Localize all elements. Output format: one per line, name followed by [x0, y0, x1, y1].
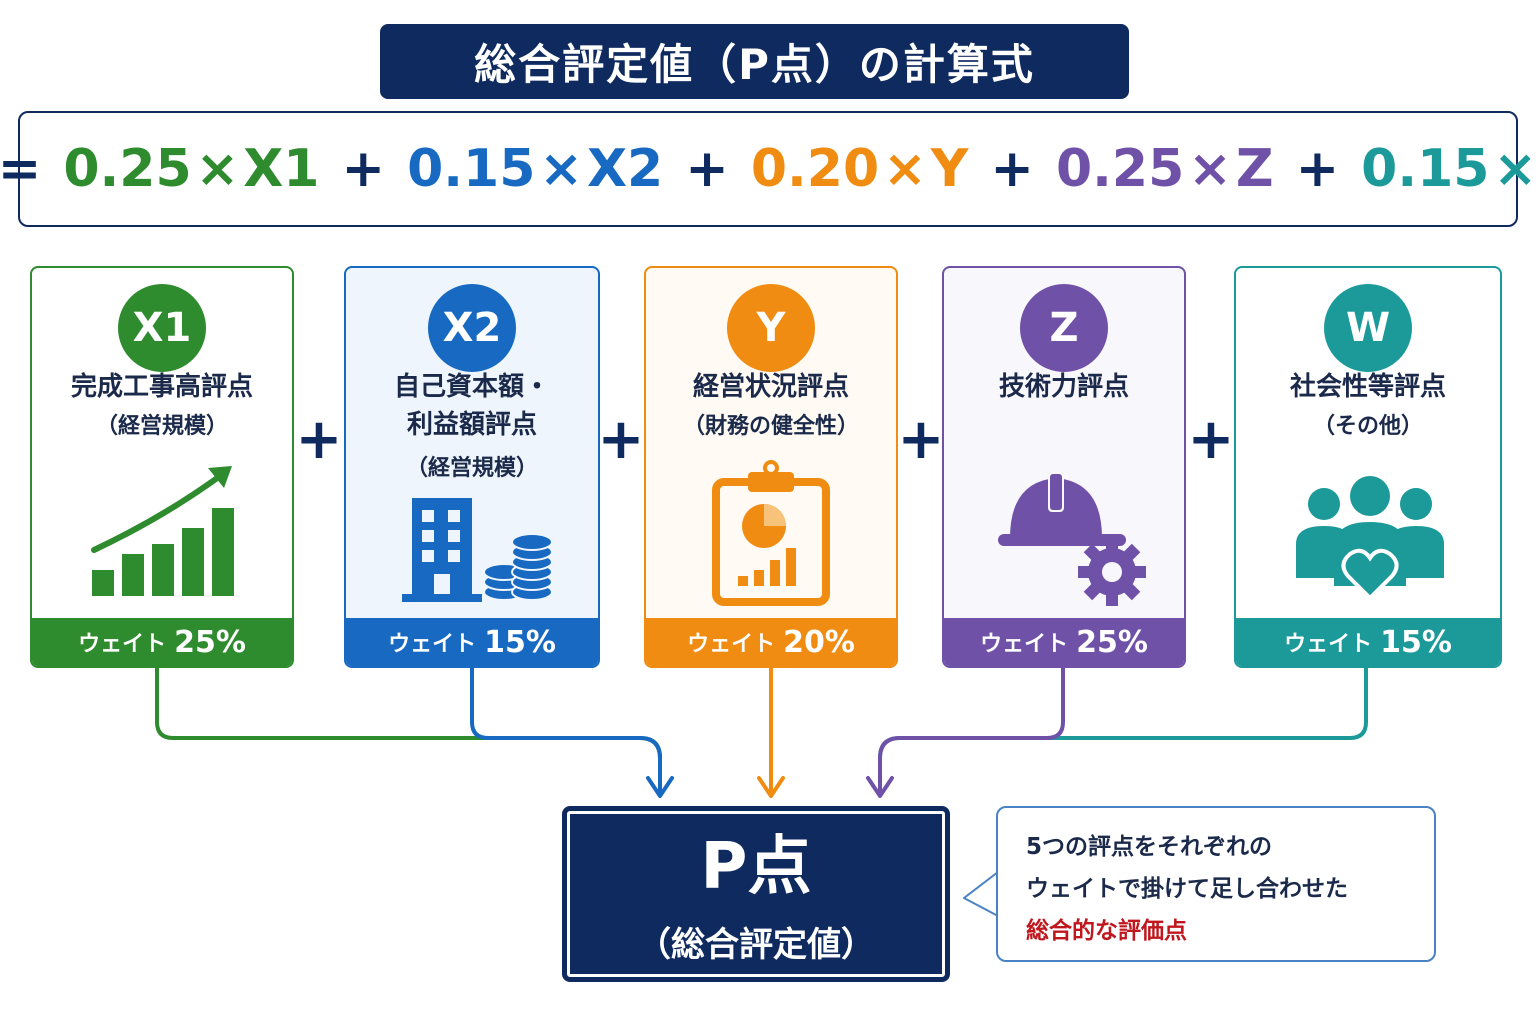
weight-label: ウェイト [78, 632, 167, 657]
weight-value: 20% [783, 624, 855, 660]
arrow-w [878, 666, 1368, 794]
formula-coef: 0.20 [750, 139, 880, 199]
card-x1: X1 完成工事高評点 （経営規模） ウェイト 25% [30, 266, 294, 668]
formula-times: × [1188, 139, 1232, 199]
weight-label: ウェイト [980, 632, 1069, 657]
result-title: P点 [700, 830, 812, 904]
weight-bar: ウェイト 15% [346, 618, 598, 666]
formula-var: Z [1235, 139, 1274, 199]
formula-times: × [539, 139, 583, 199]
card-subtitle: （その他） [1312, 414, 1423, 439]
weight-label: ウェイト [1284, 632, 1373, 657]
weight-bar: ウェイト 25% [32, 618, 292, 666]
arrow-x1 [155, 666, 662, 794]
building-coins-icon [402, 498, 553, 602]
arrowhead-right [866, 776, 894, 798]
note-line: ウェイトで掛けて足し合わせた [1026, 876, 1348, 902]
card-title-line: 利益額評点 [406, 410, 537, 440]
card-title: 技術力評点 [944, 368, 1184, 406]
formula-plus: + [1295, 139, 1340, 199]
page-title: 総合評定値（P点）の計算式 [380, 24, 1129, 99]
weight-value: 25% [174, 624, 246, 660]
formula-var: Y [930, 139, 969, 199]
result-subtitle: （総合評定値） [637, 925, 875, 965]
formula-plus: + [685, 139, 729, 199]
formula-term-w: 0.15×W [1361, 139, 1536, 199]
weight-bar: ウェイト 20% [646, 618, 896, 666]
result-box: P点 （総合評定値） [562, 806, 950, 982]
clipboard-report-icon [712, 460, 830, 606]
card-w: W 社会性等評点 （その他） ウェイト 15% [1234, 266, 1502, 668]
note-highlight: 総合的な評価点 [1026, 918, 1187, 944]
note-pointer [963, 871, 1000, 917]
card-title: 経営状況評点 [646, 368, 896, 406]
card-y: Y 経営状況評点 （財務の健全性） ウェイト 20% [644, 266, 898, 668]
formula-coef: 0.15 [407, 139, 536, 199]
card-subtitle: （財務の健全性） [682, 414, 859, 439]
hardhat-gear-icon [998, 472, 1146, 606]
plus-sign: + [295, 407, 343, 472]
formula-times: × [1493, 139, 1536, 199]
formula-box: P = 0.25×X1 + 0.15×X2 + 0.20×Y + 0.25×Z … [0, 111, 1536, 227]
formula-plus: + [341, 139, 386, 199]
formula-coef: 0.25 [1055, 139, 1185, 199]
arrow-z [878, 666, 1065, 794]
formula-term-z: 0.25×Z [1056, 139, 1274, 199]
weight-value: 15% [484, 624, 556, 660]
formula-term-x1: 0.25×X1 [63, 139, 319, 199]
badge-x1: X1 [118, 284, 206, 372]
formula-var: X2 [586, 139, 664, 199]
badge-w: W [1324, 284, 1412, 372]
weight-label: ウェイト [388, 632, 477, 657]
formula-times: × [883, 139, 927, 199]
card-subtitle: （経営規模） [405, 456, 538, 481]
card-title: 完成工事高評点 [32, 368, 292, 406]
weight-bar: ウェイト 25% [944, 618, 1184, 666]
formula-var: X1 [243, 139, 320, 199]
plus-sign: + [1187, 407, 1235, 472]
people-heart-icon [1296, 476, 1444, 601]
formula-term-y: 0.20×Y [751, 139, 969, 199]
note-bubble: 5つの評点をそれぞれの ウェイトで掛けて足し合わせた 総合的な評価点 [996, 806, 1436, 962]
growth-bar-chart-icon [91, 466, 234, 596]
formula-times: × [195, 139, 240, 199]
badge-x2: X2 [428, 284, 516, 372]
plus-sign: + [597, 407, 645, 472]
weight-value: 25% [1076, 624, 1148, 660]
formula-equals: = [0, 139, 42, 199]
card-title-line: 技術力評点 [998, 372, 1129, 402]
plus-sign: + [897, 407, 945, 472]
weight-value: 15% [1380, 624, 1452, 660]
badge-y: Y [727, 284, 815, 372]
card-title: 社会性等評点 [1236, 368, 1500, 406]
formula-term-x2: 0.15×X2 [407, 139, 663, 199]
arrowhead-center [757, 776, 785, 798]
card-title: 自己資本額・ 利益額評点 [346, 368, 598, 444]
card-subtitle: （経営規模） [95, 414, 228, 439]
card-title-line: 自己資本額・ [393, 372, 550, 402]
badge-z: Z [1020, 284, 1108, 372]
card-x2: X2 自己資本額・ 利益額評点 （経営規模） ウェイト 15% [344, 266, 600, 668]
note-line: 5つの評点をそれぞれの [1026, 834, 1273, 860]
card-title-line: 完成工事高評点 [70, 372, 253, 402]
arrowhead-left [646, 776, 674, 798]
weight-label: ウェイト [687, 632, 776, 657]
weight-bar: ウェイト 15% [1236, 618, 1500, 666]
card-z: Z 技術力評点 ウェイト 25% [942, 266, 1186, 668]
formula-coef: 0.25 [63, 139, 192, 199]
arrow-x2 [470, 666, 662, 794]
card-title-line: 経営状況評点 [692, 372, 849, 402]
formula-plus: + [990, 139, 1034, 199]
formula-coef: 0.15 [1361, 139, 1490, 199]
card-title-line: 社会性等評点 [1289, 372, 1446, 402]
